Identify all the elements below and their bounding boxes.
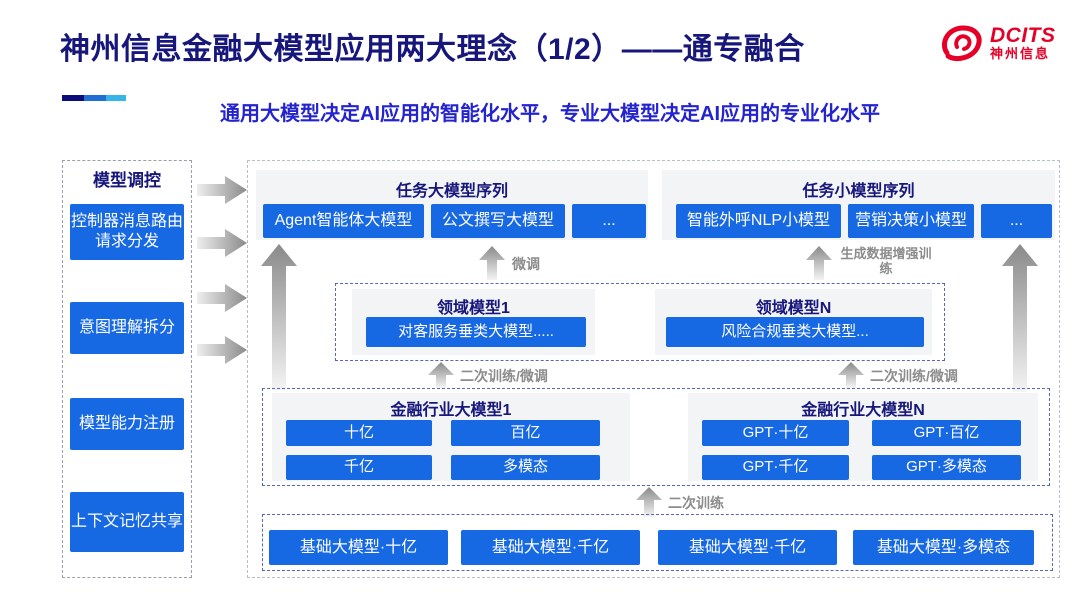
- data-aug-up-arrow: [806, 246, 832, 280]
- right-arrow-icon: [197, 229, 247, 257]
- right-arrow-icon: [197, 284, 247, 312]
- task-large-title: 任务大模型序列: [395, 183, 508, 200]
- industry-model-box: [262, 388, 1050, 486]
- retrain-finetune-right-label: 二次训练/微调: [870, 368, 958, 384]
- retrain-up-arrow: [636, 487, 662, 517]
- dcits-logo: DCITS 神州信息: [938, 22, 1056, 64]
- base-model-box: [262, 514, 1053, 571]
- industry-title-1: 金融行业大模型1: [390, 402, 512, 419]
- title-accent-bar: [62, 88, 126, 101]
- node-marketing-small-model: 营销决策小模型: [848, 204, 974, 238]
- sidebar-item-context: 上下文记忆共享: [70, 492, 184, 552]
- right-arrow-icon: [197, 336, 247, 364]
- domain-title-n: 领域模型N: [755, 300, 832, 317]
- node-base-100b-b: 基础大模型·千亿: [658, 530, 837, 565]
- retrain-finetune-right-arrow: [838, 362, 864, 388]
- node-risk-compliance-model: 风险合规垂类大模型...: [666, 317, 924, 347]
- logo-brand: DCITS: [990, 24, 1056, 48]
- tall-up-arrow-right: [1002, 244, 1038, 392]
- page-title: 神州信息金融大模型应用两大理念（1/2）——通专融合: [60, 33, 805, 66]
- dcits-swirl-icon: [941, 25, 982, 62]
- right-arrow-icon: [197, 176, 247, 204]
- data-aug-label: 生成数据增强训练: [840, 246, 932, 276]
- sidebar-item-intent: 意图理解拆分: [70, 302, 184, 354]
- node-gpt-1b: GPT·十亿: [702, 420, 849, 446]
- node-base-100b-a: 基础大模型·千亿: [461, 530, 640, 565]
- finetune-label: 微调: [512, 256, 540, 272]
- subtitle: 通用大模型决定AI应用的智能化水平，专业大模型决定AI应用的专业化水平: [220, 103, 880, 125]
- node-agent-model: Agent智能体大模型: [263, 204, 424, 238]
- retrain-finetune-left-label: 二次训练/微调: [460, 368, 548, 384]
- node-10b: 百亿: [451, 420, 600, 446]
- node-nlp-small-model: 智能外呼NLP小模型: [676, 204, 841, 238]
- node-1b: 十亿: [286, 420, 432, 446]
- node-gpt-10b: GPT·百亿: [872, 420, 1021, 446]
- sidebar-model-control-box: [62, 160, 192, 578]
- node-gpt-100b: GPT·千亿: [702, 455, 849, 480]
- node-customer-service-model: 对客服务垂类大模型.....: [366, 317, 586, 347]
- node-100b: 千亿: [286, 455, 432, 480]
- node-ellipsis-small: ...: [981, 204, 1052, 238]
- task-small-title: 任务小模型序列: [802, 183, 915, 200]
- node-base-1b: 基础大模型·十亿: [269, 530, 448, 565]
- domain-model-box: [335, 283, 945, 361]
- sidebar-item-register: 模型能力注册: [70, 398, 184, 450]
- retrain-finetune-left-arrow: [428, 362, 454, 388]
- sidebar-title: 模型调控: [93, 171, 161, 190]
- node-ellipsis-large: ...: [572, 204, 646, 238]
- node-gpt-multimodal: GPT·多模态: [872, 455, 1021, 480]
- logo-brand-cn: 神州信息: [990, 46, 1051, 62]
- sidebar-item-router: 控制器消息路由请求分发: [70, 204, 184, 260]
- tall-up-arrow-left: [261, 244, 297, 390]
- node-multimodal: 多模态: [451, 455, 600, 480]
- diagram-outer-box: [247, 160, 1060, 578]
- finetune-up-arrow: [479, 246, 505, 280]
- node-document-model: 公文撰写大模型: [431, 204, 565, 238]
- industry-title-n: 金融行业大模型N: [801, 402, 925, 419]
- retrain-label: 二次训练: [668, 495, 724, 511]
- domain-title-1: 领域模型1: [437, 300, 510, 317]
- node-base-multimodal: 基础大模型·多模态: [853, 530, 1034, 565]
